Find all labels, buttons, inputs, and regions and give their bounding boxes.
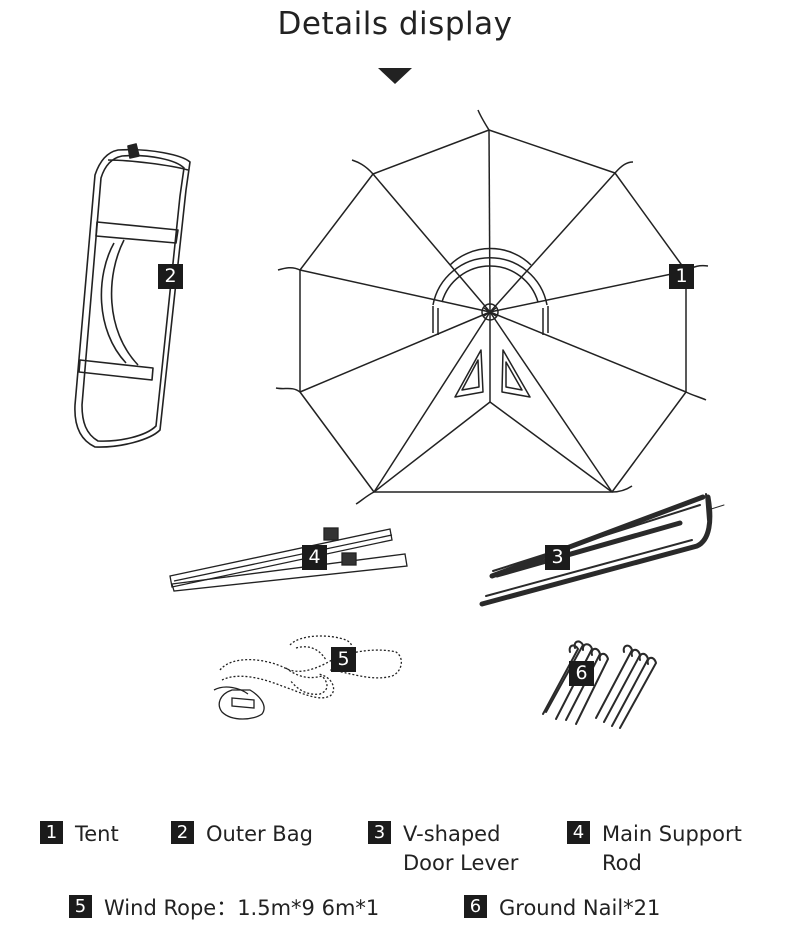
support-rod-illustration [169,527,408,592]
legend-label: Tent [75,822,119,846]
outer-bag-illustration [74,143,191,448]
door-lever-illustration [479,493,725,607]
legend-label-line: Door Lever [403,851,519,875]
legend-label: V-shaped Door Lever [403,820,518,878]
tent-illustration [275,109,709,505]
legend-number: 1 [40,821,63,844]
callout-tent: 1 [669,264,694,289]
legend-label-line: V-shaped [403,822,501,846]
legend-item-door-lever: 3 V-shaped Door Lever [368,820,518,878]
legend-item-support-rod: 4 Main Support Rod [567,820,742,878]
legend-item-wind-rope: 5 Wind Rope：1.5m*9 6m*1 [69,894,379,923]
legend-number: 2 [171,821,194,844]
legend-item-tent: 1 Tent [40,820,119,849]
legend-number: 4 [567,821,590,844]
callout-outer-bag: 2 [158,264,183,289]
legend-number: 5 [69,895,92,918]
legend-label-line: Rod [602,851,642,875]
callout-wind-rope: 5 [331,647,356,672]
callout-support-rod: 4 [302,545,327,570]
legend-label: Outer Bag [206,822,313,846]
down-arrow-icon [378,68,412,84]
legend-label: Ground Nail*21 [499,896,661,920]
legend-number: 6 [464,895,487,918]
wind-rope-illustration [213,635,402,720]
legend-label-line: Main Support [602,822,742,846]
callout-ground-nail: 6 [569,661,594,686]
page-title: Details display [277,6,513,42]
legend-item-outer-bag: 2 Outer Bag [171,820,313,849]
legend-item-ground-nail: 6 Ground Nail*21 [464,894,660,923]
legend-label: Wind Rope：1.5m*9 6m*1 [104,896,380,920]
legend-label: Main Support Rod [602,820,742,878]
callout-door-lever: 3 [545,545,570,570]
ground-nail-illustration [542,640,658,729]
legend-number: 3 [368,821,391,844]
